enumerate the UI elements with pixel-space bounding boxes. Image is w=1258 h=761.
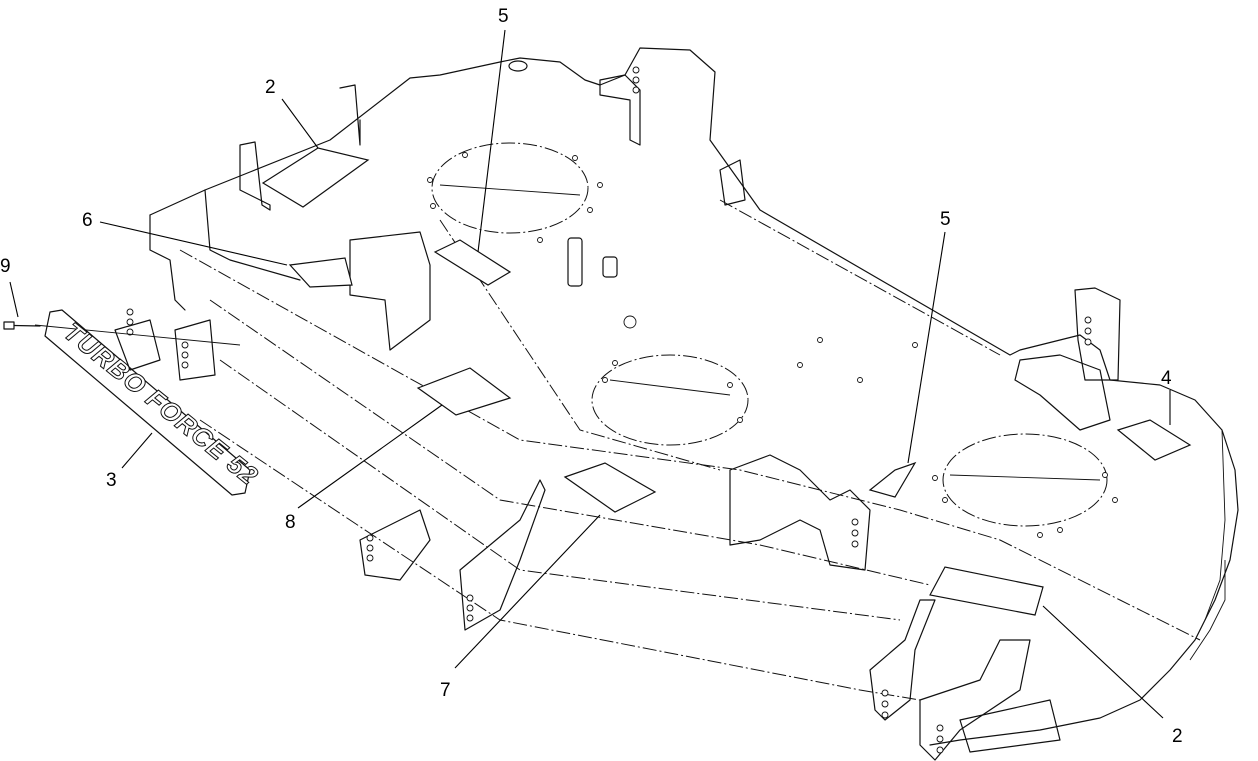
spindle-posts — [508, 60, 618, 287]
decal-2-upper — [261, 147, 370, 208]
callout-8: 8 — [285, 512, 296, 533]
callout-5-upper: 5 — [498, 6, 509, 27]
decal-5-lower — [868, 461, 917, 498]
callout-2-lower: 2 — [1172, 726, 1183, 747]
bracket-holes — [126, 66, 1092, 754]
screw — [3, 321, 41, 330]
callout-leaders — [9, 29, 1171, 719]
decal-5-upper — [433, 239, 512, 286]
callout-7: 7 — [440, 680, 451, 701]
callout-labels: 9 3 2 6 5 5 8 7 4 2 — [0, 6, 1183, 747]
blade-openings — [431, 142, 1108, 527]
callout-5-lower: 5 — [940, 209, 951, 230]
callout-9: 9 — [0, 256, 11, 277]
decal-6 — [288, 257, 353, 288]
decal-4 — [1116, 419, 1192, 461]
deck-brackets — [114, 74, 1121, 761]
decals — [261, 147, 1192, 616]
callout-4: 4 — [1161, 368, 1172, 389]
callout-3: 3 — [106, 470, 117, 491]
decal-7 — [563, 462, 657, 513]
name-plate: TURBO FORCE 52 — [34, 309, 265, 496]
callout-2-upper: 2 — [265, 77, 276, 98]
callout-6: 6 — [82, 210, 93, 231]
decal-8 — [416, 367, 512, 416]
deck-plate — [149, 47, 1239, 746]
name-plate-text: TURBO FORCE 52 — [58, 316, 264, 491]
decal-2-lower — [929, 566, 1044, 616]
mounting-holes — [427, 152, 1118, 538]
